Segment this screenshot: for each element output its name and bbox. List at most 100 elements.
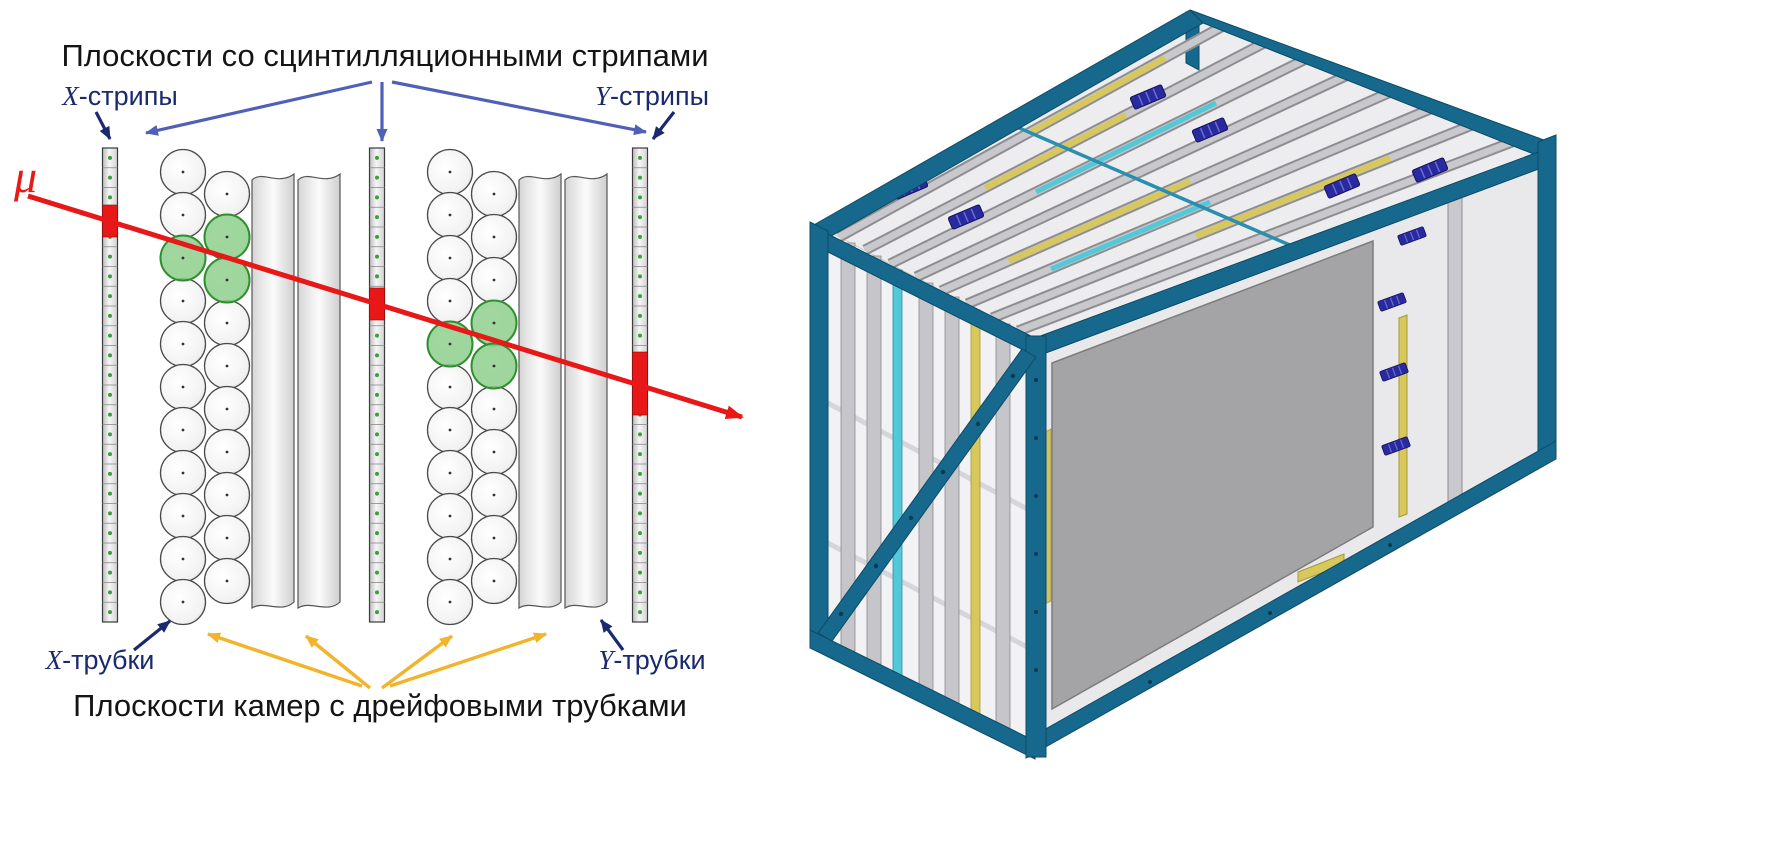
x-tubes-rest: -трубки [62,645,154,675]
wls-fiber-dot [638,550,642,555]
anode-wire-dot [448,428,452,432]
wls-fiber-dot [375,175,379,180]
wls-fiber-dot [108,373,112,378]
teal-frame [809,9,1557,760]
strip-pointer-arrow-right [391,80,647,136]
wls-fiber-dot [108,452,112,457]
cyan-strip [1034,100,1218,195]
schematic-cross-section: Плоскости со сцинтилляционными стрипами … [13,38,744,723]
teal-cross-tie [1009,122,1293,248]
cyan-column [892,269,903,679]
wls-fiber-dot [108,432,112,437]
right-face-yellow-strip [1398,314,1408,518]
wls-fiber-dot [638,294,642,299]
wls-fiber-dot [375,215,379,220]
wls-fiber-dot [375,195,379,200]
gray-panel [1051,239,1374,711]
x-tubes-label: X-трубки [45,645,155,675]
bolt-dot [1034,552,1038,556]
anode-wire-dot [448,514,452,518]
slab-planes-layer [251,172,608,610]
wls-fiber-dot [638,155,642,160]
tube-plane-arrow-3 [380,634,454,690]
bolt-dot [975,421,981,427]
drift-tube-slab-plane [518,172,562,610]
anode-wire-dot [181,600,185,604]
hit-tubes-layer [159,213,518,390]
wls-fiber-dot [108,491,112,496]
wls-fiber-dot [375,274,379,279]
anode-wire-dot [181,213,185,217]
wls-fiber-dot [108,590,112,595]
y-tubes-arrow [599,619,625,651]
anode-wire-dot [492,407,496,411]
x-strips-arrow [94,111,112,140]
frame-post-right [1537,134,1557,465]
y-tubes-label: Y-трубки [598,645,705,675]
anode-wire-dot [448,299,452,303]
y-strips-letter: Y [595,81,613,111]
wls-fiber-dot [638,175,642,180]
y-strips-arrow [651,111,676,140]
bolt-dot [1148,680,1152,684]
detector-3d-model [809,9,1557,760]
top-title: Плоскости со сцинтилляционными стрипами [61,38,708,73]
wls-fiber-dot [375,550,379,555]
y-strips-label: Y-стрипы [595,81,709,111]
anode-wire-dot [492,536,496,540]
wls-fiber-dot [108,412,112,417]
wls-fiber-dot [638,333,642,338]
anode-wire-dot [492,450,496,454]
wls-fiber-dot [638,511,642,516]
anode-wire-dot [225,450,229,454]
anode-wire-dot [225,235,229,239]
x-strips-label: X-стрипы [61,81,177,111]
bolt-dot [1010,373,1016,379]
anode-wire-dot [448,557,452,561]
wls-fiber-dot [108,294,112,299]
anode-wire-dot [448,170,452,174]
wls-fiber-dot [108,392,112,397]
support-column [944,296,960,706]
muon-symbol: μ [13,151,37,202]
anode-wire-dot [492,364,496,368]
wls-fiber-dot [108,550,112,555]
bolt-dot [1034,436,1038,440]
muon-track [27,193,744,420]
drift-tube-slab-plane [251,172,295,610]
anode-wire-dot [225,493,229,497]
schematic-labels: Плоскости со сцинтилляционными стрипами … [13,38,709,723]
anode-wire-dot [181,428,185,432]
bolt-dot [1034,494,1038,498]
anode-wire-dot [181,471,185,475]
wls-fiber-dot [108,254,112,259]
wls-fiber-dot [638,215,642,220]
frame-post-near [1025,335,1047,758]
anode-wire-dot [448,385,452,389]
anode-wire-dot [492,278,496,282]
x-tubes-letter: X [45,645,64,675]
yellow-column [970,309,981,719]
y-tubes-letter: Y [598,645,616,675]
wls-fiber-dot [375,412,379,417]
anode-wire-dot [448,213,452,217]
wls-fiber-dot [108,195,112,200]
x-strips-rest: -стрипы [79,81,178,111]
wls-fiber-dot [108,155,112,160]
wls-fiber-dot [638,195,642,200]
yellow-strip [983,112,1128,191]
anode-wire-dot [492,321,496,325]
x-tubes-arrow [132,619,172,652]
bolt-dot [1388,543,1392,547]
yellow-strip [1194,155,1392,239]
anode-wire-dot [448,600,452,604]
anode-wire-dot [225,536,229,540]
wls-fiber-dot [638,471,642,476]
support-column [866,255,882,665]
tube-plane-arrow-4 [389,632,547,688]
wls-fiber-dot [638,491,642,496]
anode-wire-dot [181,342,185,346]
anode-wire-dot [181,385,185,389]
drift-tube-slab-plane [564,172,608,610]
